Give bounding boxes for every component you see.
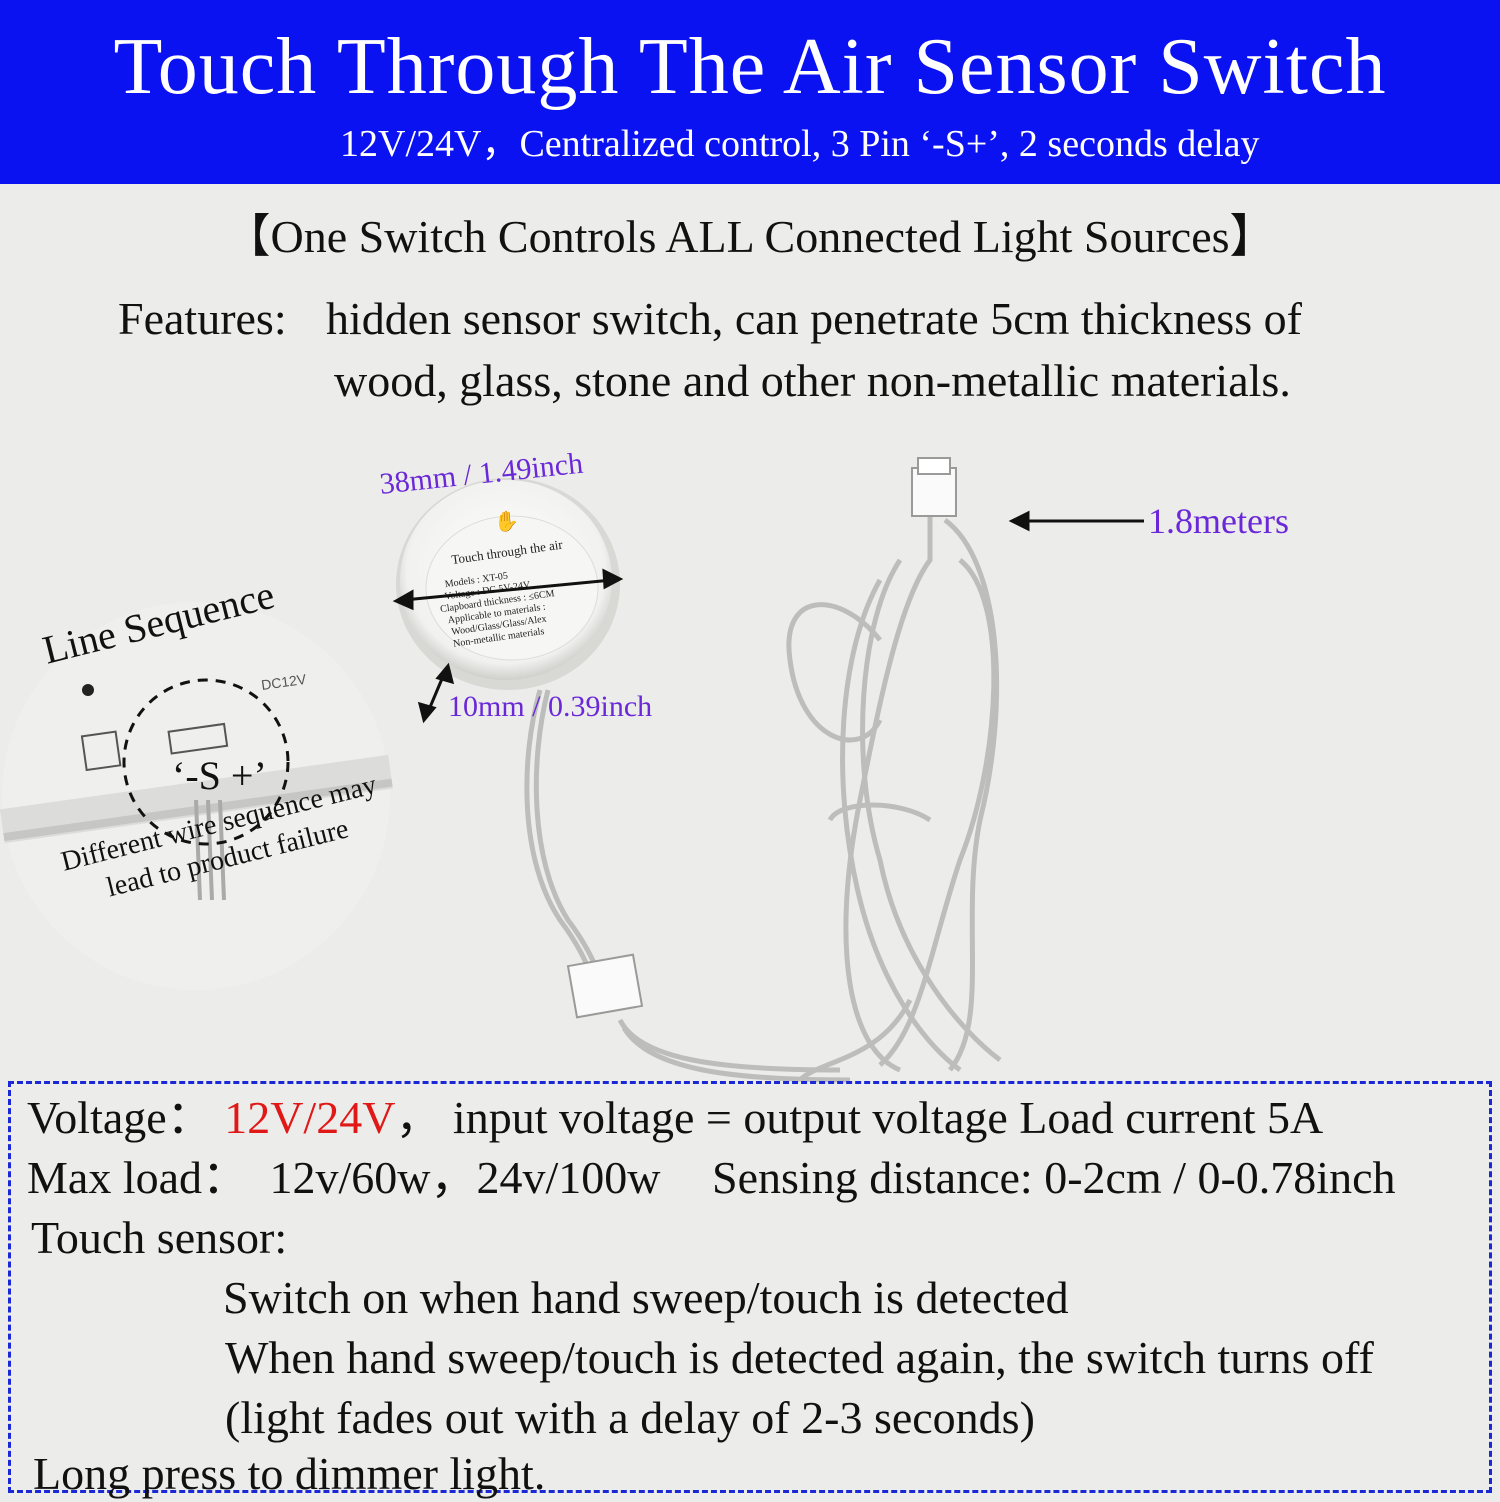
cable-length-dimension: 1.8meters [1148,501,1289,541]
max-load-label: Max load： [27,1152,249,1203]
headline: 【One Switch Controls ALL Connected Light… [224,211,1276,262]
connector-top [911,457,957,517]
touch-line-2: When hand sweep/touch is detected again,… [225,1332,1374,1383]
line-sequence-inset: DC12V [0,602,393,990]
hand-wave-icon: ✋ [494,509,519,533]
sensing-distance: Sensing distance: 0-2cm / 0-0.78inch [712,1152,1396,1203]
touch-line-1: Switch on when hand sweep/touch is detec… [223,1272,1069,1323]
touch-line-3: (light fades out with a delay of 2-3 sec… [225,1392,1035,1443]
features-block: Features: hidden sensor switch, can penet… [118,288,1458,412]
features-label: Features: [118,293,287,344]
thickness-dimension: 10mm / 0.39inch [448,690,653,723]
pcb-mark: DC12V [260,671,308,693]
connector-middle [566,953,644,1019]
specs-box: Voltage： 12V/24V， input voltage = output… [8,1081,1492,1499]
dimension-arrows [392,510,1144,724]
sensor-puck: ✋ Touch through the air Models : XT-05 V… [396,478,620,690]
sensor-lead-wire [524,689,851,1083]
page-subtitle: 12V/24V，Centralized control, 3 Pin ‘-S+’… [340,123,1260,165]
header-banner: Touch Through The Air Sensor Switch 12V/… [0,0,1500,184]
touch-sensor-label: Touch sensor: [31,1212,288,1263]
features-line-2: wood, glass, stone and other non-metalli… [334,355,1291,406]
max-load-value: 12v/60w，24v/100w [269,1152,661,1203]
voltage-detail: ， input voltage = output voltage Load cu… [395,1092,1324,1143]
long-press-note: Long press to dimmer light. [33,1448,546,1499]
voltage-value: 12V/24V [224,1092,396,1143]
line-sequence-code: ‘-S +’ [172,753,267,798]
features-line-1: hidden sensor switch, can penetrate 5cm … [326,293,1302,344]
voltage-label: Voltage： [27,1092,213,1143]
page-title: Touch Through The Air Sensor Switch [113,23,1387,111]
spec-voltage: Voltage： 12V/24V， input voltage = output… [27,1090,1323,1146]
cable-coil [786,480,1002,1082]
spec-max-load: Max load： 12v/60w，24v/100w Sensing dista… [27,1150,1396,1206]
